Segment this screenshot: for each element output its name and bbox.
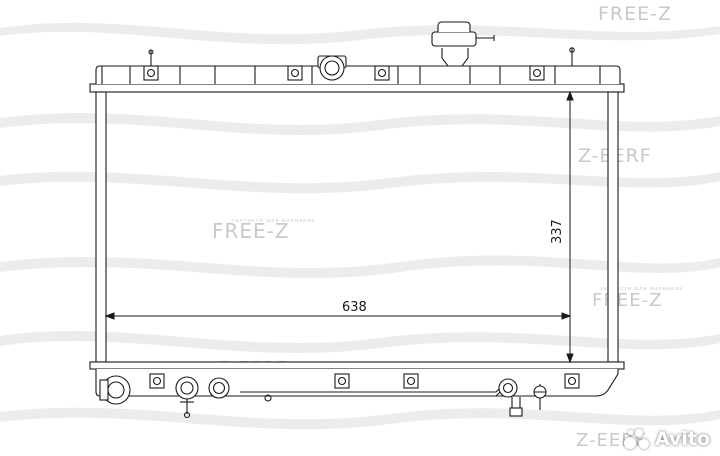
watermark-waves [0,22,720,430]
dimension-width [104,312,572,320]
dimension-width-label: 638 [342,300,367,315]
dimension-height-label: 337 [550,219,565,244]
watermark-brand-top: FREE-Z [598,3,672,25]
bottom-outlet-pipe [99,375,131,405]
top-mount-brackets [143,47,575,81]
watermark-brand-mid: FREE-Z [212,219,290,243]
drain-plug [498,378,547,417]
avito-dots-icon [623,428,650,450]
oil-cooler-fittings [175,376,230,419]
watermark-brand-right: FREE-Z [592,290,662,311]
avito-watermark: Avito [623,428,710,450]
dimension-height [556,90,584,364]
watermark-tagline-right: запчасти для иномарок [600,286,683,292]
radiator-cap [431,21,495,67]
top-inlet-pipe [317,55,347,81]
avito-logo-text: Avito [654,428,710,450]
watermark-tagline-mid: запчасти для иномарок [232,218,315,224]
